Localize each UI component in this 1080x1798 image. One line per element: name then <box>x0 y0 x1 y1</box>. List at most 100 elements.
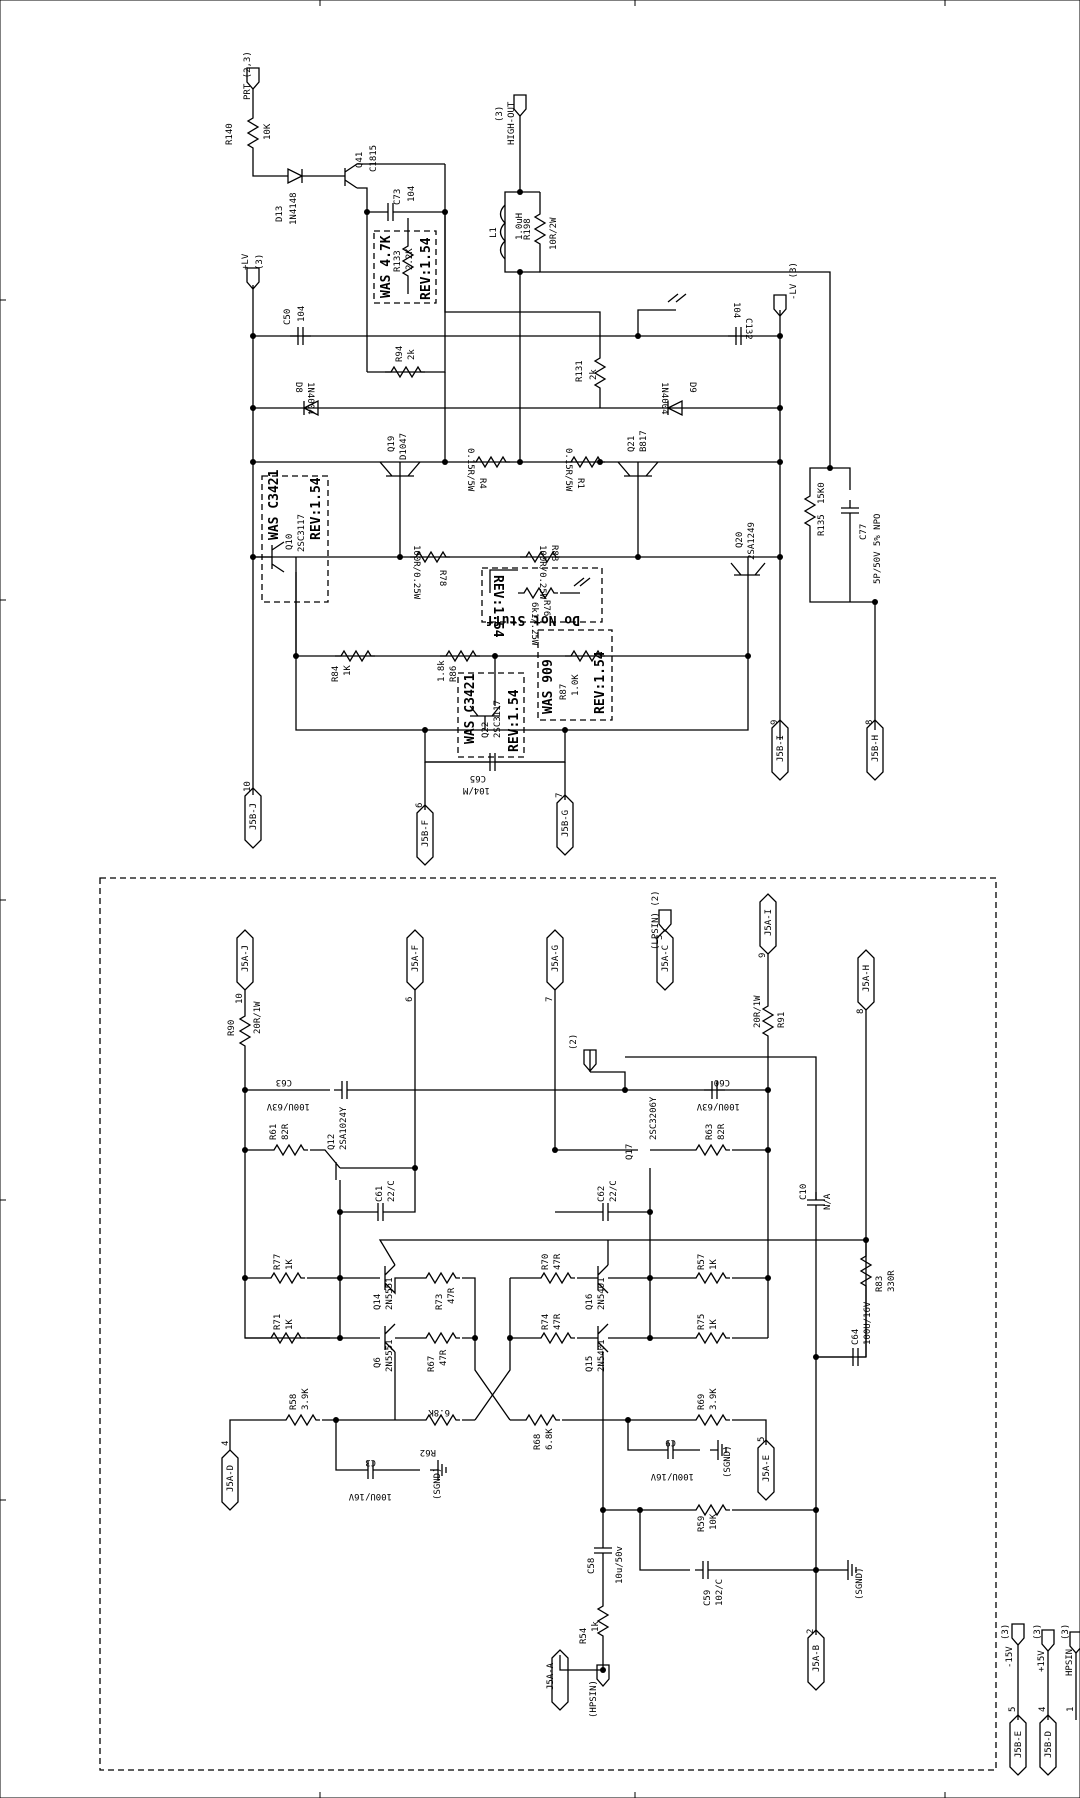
label-sgnd-2: (SGND) <box>723 1445 733 1478</box>
diode-d9 <box>666 399 683 417</box>
label-r62: R62 <box>420 1447 436 1457</box>
label-q21-val: B817 <box>639 430 649 452</box>
label-rev-2: REV:1.54 <box>309 477 324 540</box>
label-c62: C62 <box>597 1186 607 1202</box>
driver-stage <box>221 893 875 1711</box>
label-r91-val: 20R/1W <box>753 995 763 1028</box>
label-c58: C58 <box>587 1558 597 1574</box>
label-c9-val: 100U/16V <box>650 1471 694 1481</box>
label-r86: R86 <box>449 666 459 682</box>
label-r63: R63 <box>705 1124 715 1140</box>
label-r135-val: 15K0 <box>817 482 827 504</box>
label-pin6-b: 6 <box>405 997 415 1002</box>
label-q20-val: 2SA1249 <box>747 522 757 560</box>
transistor-q21 <box>617 461 659 490</box>
label-c58-val: 10u/50v <box>615 1546 625 1584</box>
output-stage <box>244 67 884 866</box>
label-c73-val: 104 <box>407 186 417 202</box>
label-q10-val: 2SC3117 <box>297 514 307 552</box>
label-j5a-c: J5A-C <box>661 945 671 972</box>
label-p15v-ref: (3) <box>1033 1624 1043 1640</box>
label-r140: R140 <box>225 123 235 145</box>
label-q41-val: C1815 <box>369 145 379 172</box>
label-c132: C132 <box>743 318 753 340</box>
label-was-c3421-a: WAS C3421 <box>267 469 282 540</box>
label-r62-val: 6.8K <box>428 1407 450 1417</box>
label-d8: D8 <box>293 382 303 393</box>
label-q16: Q16 <box>585 1294 595 1310</box>
label-r77-val: 1K <box>285 1259 295 1270</box>
label-q17: Q17 <box>625 1144 635 1160</box>
label-q41: Q41 <box>355 152 365 168</box>
label-pin1-c: 1 <box>1066 1707 1076 1712</box>
label-do-not-stuff: Do Not Stuff <box>486 612 580 627</box>
label-p15v: +15V <box>1037 1650 1047 1672</box>
label-c62-val: 22/C <box>609 1180 619 1202</box>
label-r74-val: 47R <box>553 1313 563 1330</box>
label-m15v: -15V <box>1005 1646 1015 1668</box>
label-pin2-b: 2 <box>806 1629 816 1634</box>
label-r71-val: 1K <box>285 1319 295 1330</box>
label-j5b-h: J5B-H <box>871 735 881 762</box>
label-rev-5: REV:1.54 <box>593 651 608 714</box>
label-pin8-b: 8 <box>856 1009 866 1014</box>
label-r57-val: 1K <box>709 1259 719 1270</box>
label-r58: R58 <box>289 1394 299 1410</box>
label-q12-val: 2SA1024Y <box>339 1106 349 1150</box>
label-j5b-i: J5B-I <box>776 735 786 762</box>
label-q15: Q15 <box>585 1356 595 1372</box>
label-rev-3: REV:1.54 <box>490 575 505 638</box>
label-was-c3421-b: WAS C3421 <box>463 673 478 744</box>
label-c61-val: 22/C <box>387 1180 397 1202</box>
label-r86-val: 1.8k <box>437 660 447 682</box>
label-j5a-b: J5A-B <box>812 1645 822 1672</box>
inductor-l1 <box>499 204 506 260</box>
lower-labels: J5A-J 10 R90 20R/1W J5A-F 6 J5A-G 7 J5A-… <box>221 890 897 1718</box>
label-r87-val: 1.0K <box>571 674 581 696</box>
label-r140-val: 10K <box>263 123 273 140</box>
label-q22: Q22 <box>481 722 491 738</box>
label-r90: R90 <box>227 1020 237 1036</box>
do-not-stuff-box <box>481 567 603 623</box>
label-r198-val: 10R/2W <box>549 217 559 250</box>
label-was-909: WAS 909 <box>541 659 556 714</box>
label-c10: C10 <box>799 1184 809 1200</box>
label-r94: R94 <box>395 346 405 362</box>
label-q17-val: 2SC3206Y <box>649 1096 659 1140</box>
label-r1: R1 <box>575 478 585 489</box>
label-j5b-g: J5B-G <box>561 810 571 837</box>
label-r67: R67 <box>427 1356 437 1372</box>
label-j5a-i: J5A-I <box>764 909 774 936</box>
label-c10-val: N/A <box>823 1193 833 1210</box>
label-lpsin: (LPSIN) (2) <box>651 890 661 950</box>
label-q19-val: D1047 <box>399 433 409 460</box>
label-c9: C9 <box>665 1437 676 1447</box>
label-q14: Q14 <box>373 1294 383 1310</box>
label-q19: Q19 <box>387 436 397 452</box>
label-d9-val: 1N4004 <box>659 382 669 415</box>
label-r78: R78 <box>437 570 447 586</box>
label-r74: R74 <box>541 1314 551 1330</box>
label-m15v-ref: (3) <box>1001 1624 1011 1640</box>
label-j5a-f: J5A-F <box>411 945 421 972</box>
label-c73: C73 <box>393 189 403 205</box>
label-hpsin: (HPSIN) <box>589 1680 599 1718</box>
label-r63-val: 82R <box>717 1123 727 1140</box>
plus15v-connector <box>1041 1629 1055 1652</box>
label-j5b-e: J5B-E <box>1014 1731 1024 1758</box>
label-c65: C65 <box>470 773 486 783</box>
label-rev-4: REV:1.54 <box>507 689 522 752</box>
chassis-ground <box>637 293 687 336</box>
label-r1-val: 0.15R/5W <box>563 448 573 492</box>
label-c132-val: 104 <box>731 302 741 318</box>
label-c59-val: 102/C <box>715 1579 725 1606</box>
border-ticks <box>0 0 946 1798</box>
label-pin6-a: 6 <box>415 803 425 808</box>
label-r58-val: 3.9K <box>301 1388 311 1410</box>
label-highout-ref: (3) <box>495 106 505 122</box>
label-r59: R59 <box>697 1516 707 1532</box>
label-j5a-a: J5A-A <box>546 1662 556 1690</box>
label-prt: PRT (2,3) <box>243 51 253 100</box>
label-hpsin2-ref: (3) <box>1061 1624 1071 1640</box>
label-r73: R73 <box>435 1294 445 1310</box>
